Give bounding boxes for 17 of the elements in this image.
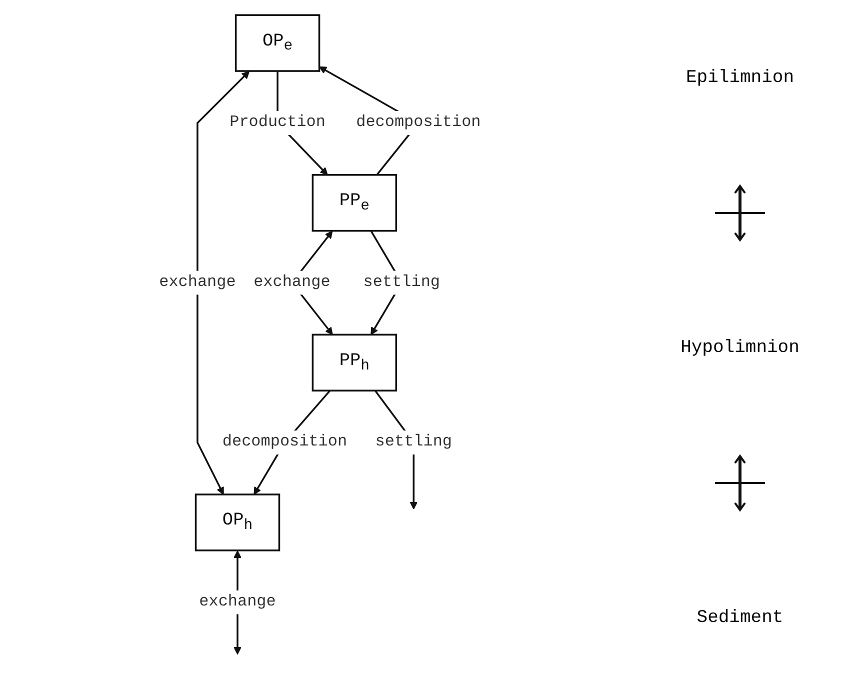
flow-diagram: Production decomposition exchange exchange settling decomposition exchange settling OP$_{e}$ PP$_{e}$ OP$_{h}$ PP$_{h}$ [152, 8, 488, 688]
edge-label: exchange [199, 593, 276, 611]
edge-label: decomposition [222, 433, 348, 451]
edge-label: exchange [254, 273, 330, 292]
arrow [196, 70, 250, 495]
layer-label: Hypolimnion [680, 338, 800, 358]
edge-label: exchange [159, 273, 236, 292]
node-box [194, 494, 280, 552]
edge-label: Production [230, 114, 326, 132]
node-box [312, 334, 398, 392]
layer-label: Sediment [696, 608, 784, 628]
edge-label: settling [363, 273, 440, 292]
node-box [312, 174, 398, 232]
node-box [234, 14, 320, 72]
layer-label: Epilimnion [686, 68, 794, 88]
edge-label: settling [375, 433, 452, 451]
edge-label: decomposition [356, 114, 481, 132]
